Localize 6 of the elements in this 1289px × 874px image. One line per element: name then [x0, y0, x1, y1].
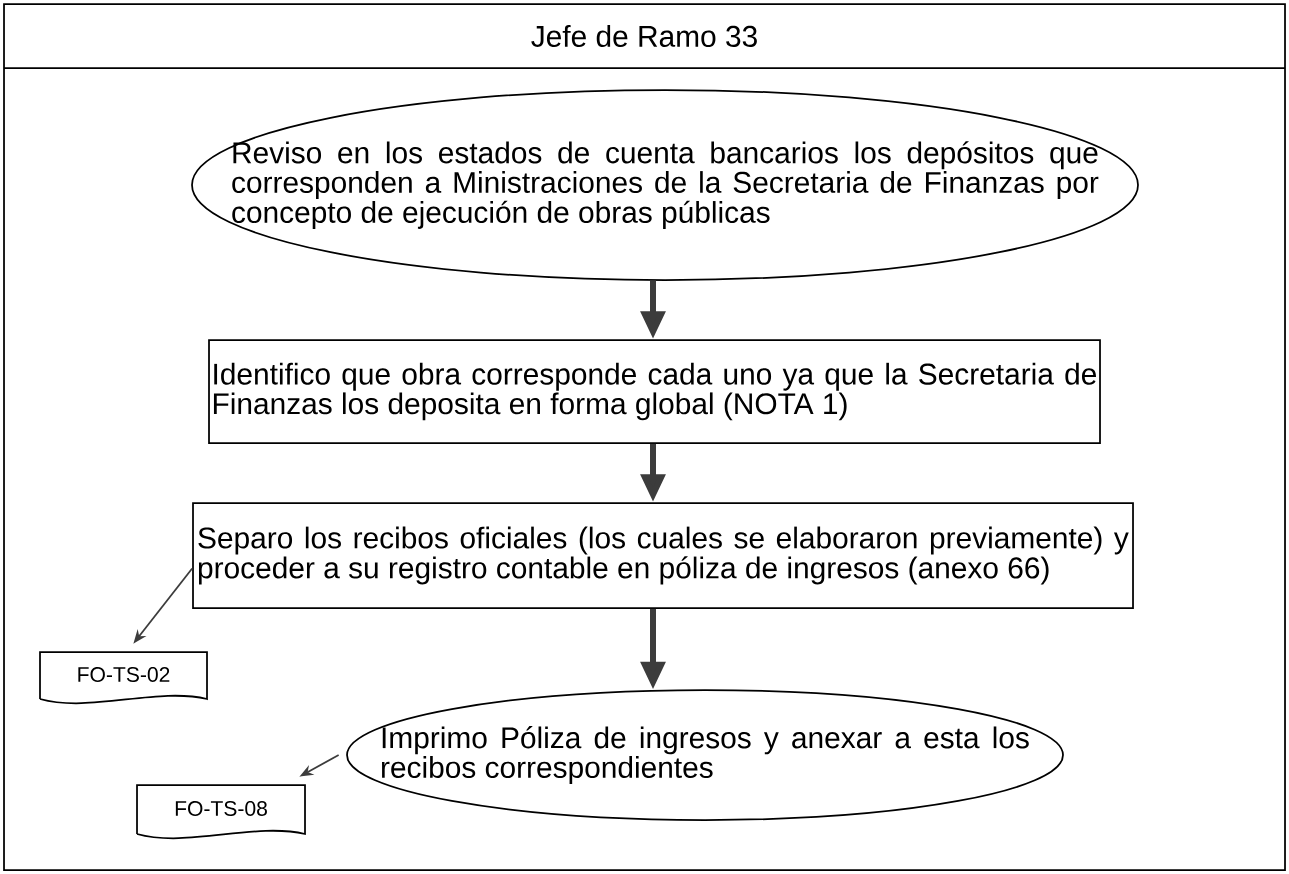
terminal-oval: Imprimo Póliza de ingresos y anexar a esta los recibos correspondientes	[346, 689, 1064, 821]
document-shape: FO-TS-02	[39, 651, 208, 705]
process-box: Identifico que obra corresponde cada uno ya que la Secretaria de Finanzas los deposita en forma global (NOTA 1)	[208, 339, 1101, 444]
process-box: Separo los recibos oficiales (los cuales se elaboraron previamente) y proceder a su registro contable en póliza de ingresos (anexo 66)	[192, 502, 1134, 609]
terminal-oval: Reviso en los estados de cuenta bancarios los depósitos que corresponden a Ministraciones de la Secretaria de Finanzas por concepto de ejecución de obras públicas	[191, 89, 1139, 281]
document-shape: FO-TS-08	[136, 784, 306, 840]
